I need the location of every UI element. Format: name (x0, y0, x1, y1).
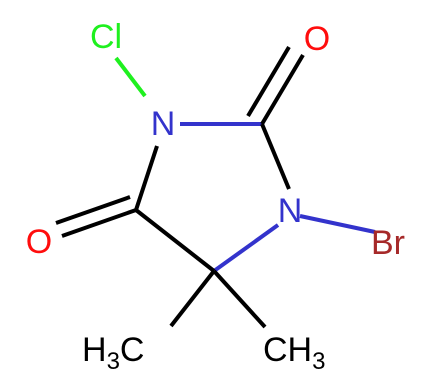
atom-bromine: Br (371, 224, 405, 262)
atom-labels: Cl O N N O Br H3C CH3 (26, 18, 405, 375)
atom-oxygen-left: O (26, 223, 52, 261)
atom-oxygen-top: O (304, 20, 330, 58)
bond-n-c5 (212, 223, 280, 273)
methyl-left-c: C (120, 331, 145, 369)
bond-c4-n (134, 145, 159, 211)
methyl-right-ch: CH (263, 331, 312, 369)
bond-cl-n (114, 56, 147, 98)
atom-nitrogen-right: N (278, 192, 303, 230)
methyl-right-label: CH3 (263, 331, 325, 375)
bond-c5-methyl-left (169, 269, 216, 328)
bond-c2-o-double-b (246, 45, 291, 118)
methyl-left-h: H (82, 331, 107, 369)
methyl-left-label: H3C (82, 331, 144, 375)
bond-c4-o-double-a (61, 208, 137, 238)
bonds (55, 45, 376, 329)
bond-c5-methyl-right (212, 269, 267, 329)
bond-c5-c4 (134, 208, 216, 273)
bond-c2-n (260, 123, 291, 190)
bond-c4-o-double-b (55, 195, 131, 225)
bond-n-br (299, 214, 376, 234)
methyl-right-sub: 3 (312, 348, 325, 375)
methyl-left-sub: 3 (107, 348, 120, 375)
atom-chlorine: Cl (90, 18, 122, 56)
atom-nitrogen-left: N (151, 105, 176, 143)
bond-c2-o-double-a (260, 53, 305, 126)
